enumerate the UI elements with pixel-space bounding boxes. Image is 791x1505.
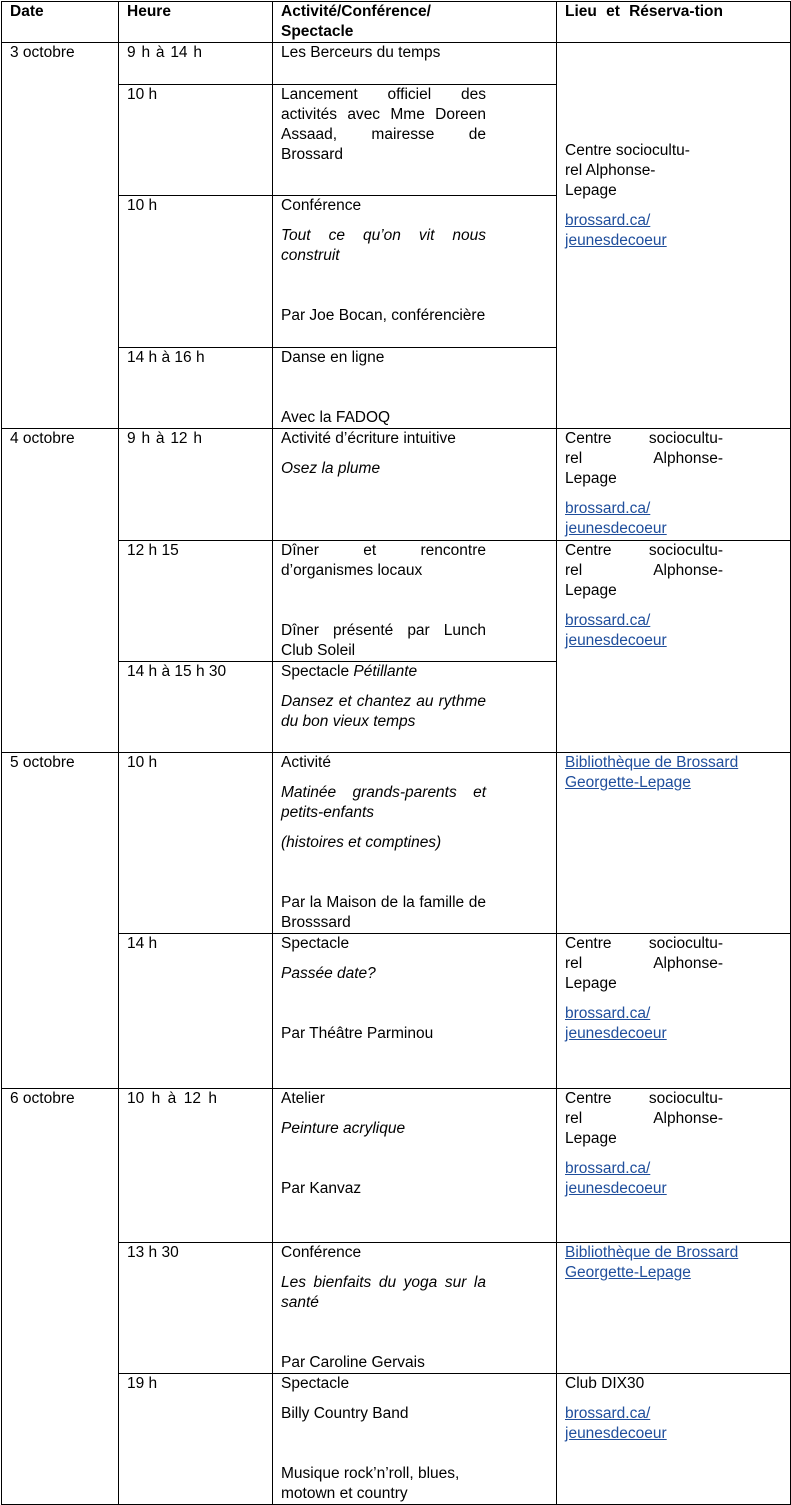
activite-cell: Spectacle Passée date? Par Théâtre Parmi… — [272, 933, 557, 1089]
heure-cell: 12 h 15 — [118, 540, 273, 662]
activite-cell: Spectacle Billy Country Band Musique roc… — [272, 1373, 557, 1505]
heure-cell: 19 h — [118, 1373, 273, 1505]
heure-cell: 13 h 30 — [118, 1242, 273, 1374]
heure-cell: 14 h à 16 h — [118, 347, 273, 429]
header-activite-line1: Activité/Conférence/ — [281, 3, 431, 20]
activite-cell: Conférence Les bienfaits du yoga sur la … — [272, 1242, 557, 1374]
activite-cell: Lancement officiel des activités avec Mm… — [272, 84, 557, 196]
table-row: 14 h Spectacle Passée date? Par Théâtre … — [2, 933, 791, 1089]
date-cell: 4 octobre — [1, 428, 119, 753]
table-row: 12 h 15 Dîner et rencontre d’organismes … — [2, 540, 791, 753]
activite-cell: Danse en ligne Avec la FADOQ — [272, 347, 557, 429]
table-row: 13 h 30 Conférence Les bienfaits du yoga… — [2, 1242, 791, 1374]
heure-cell: 10 h — [118, 752, 273, 934]
activite-cell: Activité d’écriture intuitive Osez la pl… — [272, 428, 557, 541]
header-row: Date Heure Activité/Conférence/ Spectacl… — [1, 1, 791, 43]
reservation-link[interactable]: brossard.ca/jeunesdecoeur — [565, 500, 667, 537]
reservation-link[interactable]: brossard.ca/jeunesdecoeur — [565, 1405, 667, 1442]
header-activite-line2: Spectacle — [281, 23, 354, 40]
table-row: 14 h à 15 h 30 Spectacle Pétillante Dans… — [2, 661, 791, 753]
heure-cell: 14 h à 15 h 30 — [118, 661, 273, 753]
reservation-link[interactable]: brossard.ca/jeunesdecoeur — [565, 1005, 667, 1042]
heure-cell: 9 h à 12 h — [118, 428, 273, 541]
table-row: 4 octobre 9 h à 12 h Activité d’écriture… — [1, 428, 791, 753]
header-activite: Activité/Conférence/ Spectacle — [272, 1, 557, 43]
reservation-link[interactable]: brossard.ca/jeunesdecoeur — [565, 211, 667, 249]
header-lieu: Lieu et Réserva-tion — [556, 1, 791, 43]
header-date: Date — [1, 1, 119, 43]
heure-cell: 10 h — [118, 195, 273, 348]
activite-cell: Atelier Peinture acrylique Par Kanvaz — [272, 1088, 557, 1243]
date-cell: 3 octobre — [1, 42, 119, 429]
reservation-link[interactable]: brossard.ca/jeunesdecoeur — [565, 1160, 667, 1197]
heure-cell: 10 h — [118, 84, 273, 196]
table-row: 6 octobre 10 h à 12 h Atelier Peinture a… — [1, 1088, 791, 1505]
heure-cell: 14 h — [118, 933, 273, 1089]
lieu-cell: Centre sociocultu- rel Alphonse- Lepage … — [556, 1088, 791, 1243]
lieu-cell: Centre sociocultu- rel Alphonse- Lepage … — [556, 428, 791, 541]
heure-cell: 9 h à 14 h — [118, 42, 273, 85]
date-cell: 5 octobre — [1, 752, 119, 1089]
table-row: 5 octobre 10 h Activité Matinée grands-p… — [1, 752, 791, 1089]
lieu-cell: Centre sociocultu- rel Alphonse- Lepage … — [556, 933, 791, 1089]
table-row: 3 octobre 9 h à 14 h Les Berceurs du tem… — [1, 42, 791, 429]
date-cell: 6 octobre — [1, 1088, 119, 1505]
header-heure: Heure — [118, 1, 273, 43]
lieu-cell: Centre sociocultu-rel Alphonse-Lepage br… — [556, 42, 791, 429]
heure-cell: 10 h à 12 h — [118, 1088, 273, 1243]
table-row: 10 h Conférence Tout ce qu’on vit nous c… — [2, 195, 791, 348]
table-row: 10 h Lancement officiel des activités av… — [2, 84, 791, 196]
activite-cell: Activité Matinée grands-parents et petit… — [272, 752, 557, 934]
activite-cell: Les Berceurs du temps — [272, 42, 557, 85]
lieu-cell: Centre sociocultu- rel Alphonse- Lepage … — [556, 540, 791, 753]
reservation-link[interactable]: brossard.ca/jeunesdecoeur — [565, 612, 667, 649]
table-row: 19 h Spectacle Billy Country Band Musiqu… — [2, 1373, 791, 1505]
activite-cell: Conférence Tout ce qu’on vit nous constr… — [272, 195, 557, 348]
lieu-cell: Club DIX30 brossard.ca/jeunesdecoeur — [556, 1373, 791, 1505]
activite-cell: Dîner et rencontre d’organismes locaux D… — [272, 540, 557, 662]
activite-cell: Spectacle Pétillante Dansez et chantez a… — [272, 661, 557, 753]
